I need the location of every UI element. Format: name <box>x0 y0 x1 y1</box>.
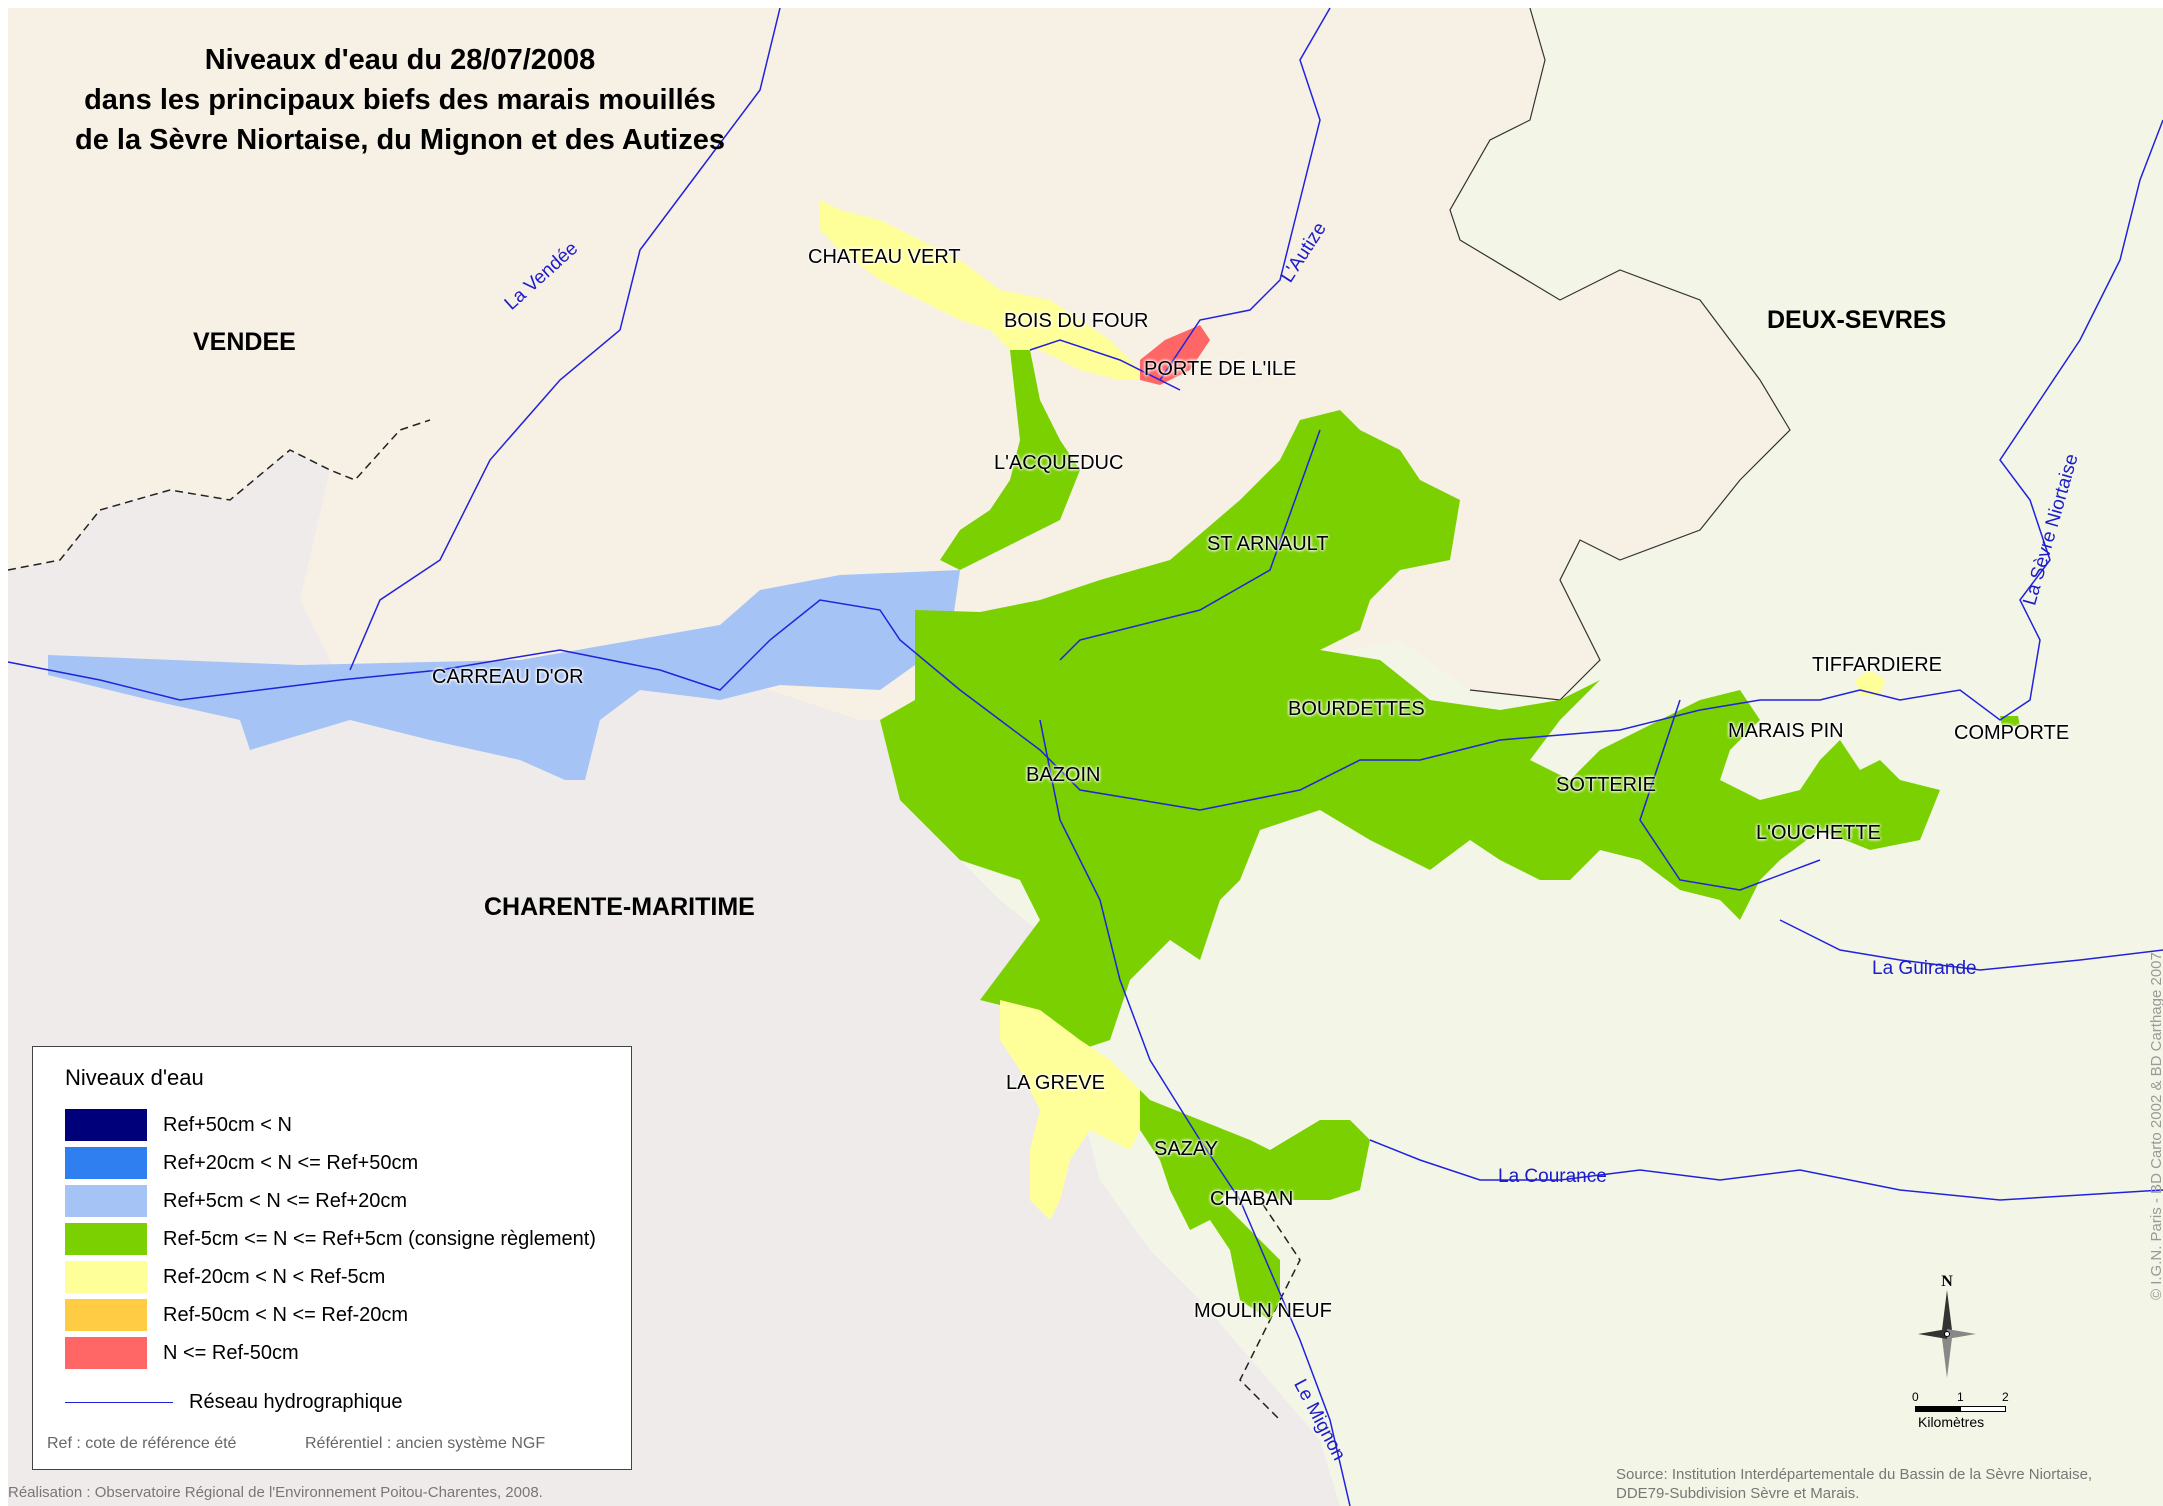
place-label-lacqueduc: L'ACQUEDUC <box>994 452 1124 474</box>
place-label-la-greve: LA GREVE <box>1006 1072 1105 1094</box>
legend-swatch <box>65 1261 147 1293</box>
credit-source-line-2: DDE79-Subdivision Sèvre et Marais. <box>1616 1485 1860 1502</box>
north-arrow-north <box>1942 1290 1952 1334</box>
north-label: N <box>1941 1273 1953 1290</box>
north-arrow-west <box>1918 1329 1947 1339</box>
legend-item-label: Ref+20cm < N <= Ref+50cm <box>163 1151 419 1174</box>
river-la-vendee <box>349 7 781 671</box>
legend-referentiel-note: Référentiel : ancien système NGF <box>305 1435 546 1452</box>
legend-item: Ref-20cm < N < Ref-5cm <box>65 1261 385 1293</box>
legend-item-label: N <= Ref-50cm <box>163 1341 299 1364</box>
place-label-tiffardiere: TIFFARDIERE <box>1812 654 1943 676</box>
place-label-bazoin: BAZOIN <box>1026 764 1101 786</box>
scale-segment-dark <box>1915 1406 1960 1412</box>
title-line-2: dans les principaux biefs des marais mou… <box>84 84 716 116</box>
place-label-porte-de-lile: PORTE DE L'ILE <box>1144 358 1297 380</box>
legend-swatch <box>65 1185 147 1217</box>
department-boundary <box>1119 1079 1301 1421</box>
north-arrow: N <box>1918 1273 1976 1378</box>
legend-item-label: Ref+5cm < N <= Ref+20cm <box>163 1189 408 1212</box>
legend-item-label: Ref+50cm < N <box>163 1113 292 1136</box>
river-label-la-courance: La Courance <box>1498 1166 1607 1187</box>
place-label-st-arnault: ST ARNAULT <box>1207 533 1329 555</box>
legend-item-label: Ref-5cm <= N <= Ref+5cm (consigne règlem… <box>163 1227 596 1250</box>
zone-sazay <box>1110 1060 1370 1320</box>
department-boundary <box>7 419 431 571</box>
place-label-bourdettes: BOURDETTES <box>1288 698 1425 720</box>
zone-main-green <box>880 410 1940 1050</box>
scale-tick-2: 2 <box>2002 1390 2009 1404</box>
river-mignon <box>1039 719 1351 1506</box>
river-lautize <box>1159 7 1331 381</box>
river-branch <box>1029 339 1181 391</box>
zone-comporte <box>2000 716 2020 726</box>
scale-segment-light <box>1960 1406 2006 1412</box>
legend-swatch <box>65 1147 147 1179</box>
legend-network-label: Réseau hydrographique <box>189 1391 403 1413</box>
place-label-chaban: CHABAN <box>1210 1188 1294 1210</box>
legend-ref-note: Ref : cote de référence été <box>47 1435 237 1452</box>
zone-lacqueduc <box>940 350 1080 570</box>
place-label-carreau-dor: CARREAU D'OR <box>432 666 584 688</box>
title-line-3: de la Sèvre Niortaise, du Mignon et des … <box>75 124 725 156</box>
zone-porte-de-lile <box>1140 325 1210 385</box>
legend-swatch <box>65 1337 147 1369</box>
river-label-la-guirande: La Guirande <box>1872 958 1977 979</box>
credit-copyright: © I.G.N. Paris - BD Carto 2002 & BD Cart… <box>2148 952 2163 1300</box>
river-sevre-main <box>7 599 1861 811</box>
scale-tick-0: 0 <box>1912 1390 1919 1404</box>
legend-swatch <box>65 1223 147 1255</box>
legend-swatch <box>65 1109 147 1141</box>
legend-item: Ref-5cm <= N <= Ref+5cm (consigne règlem… <box>65 1223 596 1255</box>
credit-realisation: Réalisation : Observatoire Régional de l… <box>8 1484 543 1501</box>
place-label-sotterie: SOTTERIE <box>1556 774 1657 796</box>
place-label-chateau-vert: CHATEAU VERT <box>808 246 961 268</box>
legend-item-label: Ref-50cm < N <= Ref-20cm <box>163 1303 409 1326</box>
department-label-charente-maritime: CHARENTE-MARITIME <box>484 893 755 921</box>
place-label-marais-pin: MARAIS PIN <box>1728 720 1844 742</box>
scale-bar: 0 1 2 Kilomètres <box>1910 1390 2010 1440</box>
north-arrow-south <box>1942 1334 1952 1378</box>
river-branch <box>1639 699 1821 891</box>
department-boundary <box>1449 7 1791 701</box>
legend-item: Ref+50cm < N <box>65 1109 292 1141</box>
zone-la-greve <box>1000 1000 1140 1220</box>
place-label-moulin-neuf: MOULIN NEUF <box>1194 1300 1332 1322</box>
legend-network-row: Réseau hydrographique <box>65 1391 403 1414</box>
legend-item: Ref-50cm < N <= Ref-20cm <box>65 1299 408 1331</box>
place-label-louchette: L'OUCHETTE <box>1756 822 1881 844</box>
river-sevre-east <box>1859 119 2163 721</box>
map-title: Niveaux d'eau du 28/07/2008 dans les pri… <box>20 40 780 160</box>
network-line-symbol <box>65 1402 173 1403</box>
north-arrow-east <box>1947 1329 1976 1339</box>
river-courance <box>1369 1139 2163 1201</box>
legend-item: N <= Ref-50cm <box>65 1337 299 1369</box>
river-guirande <box>1779 919 2163 971</box>
river-branch <box>1059 429 1321 661</box>
credit-source-line-1: Source: Institution Interdépartementale … <box>1616 1466 2093 1483</box>
north-arrow-center <box>1944 1331 1950 1337</box>
legend-swatch <box>65 1299 147 1331</box>
legend: Niveaux d'eau Ref+50cm < N Ref+20cm < N <… <box>32 1046 632 1470</box>
scale-unit: Kilomètres <box>1918 1414 1985 1430</box>
zone-tiffardiere <box>1855 670 1885 695</box>
department-label-vendee: VENDEE <box>193 328 296 356</box>
zone-carreau-dor <box>48 570 960 780</box>
legend-item: Ref+5cm < N <= Ref+20cm <box>65 1185 407 1217</box>
legend-item: Ref+20cm < N <= Ref+50cm <box>65 1147 418 1179</box>
legend-item-label: Ref-20cm < N < Ref-5cm <box>163 1265 386 1288</box>
place-label-sazay: SAZAY <box>1154 1138 1219 1160</box>
title-line-1: Niveaux d'eau du 28/07/2008 <box>204 44 596 76</box>
legend-title: Niveaux d'eau <box>65 1065 204 1090</box>
department-label-deux-sevres: DEUX-SEVRES <box>1767 306 1947 334</box>
zone-chateau-vert <box>820 200 1150 380</box>
place-label-comporte: COMPORTE <box>1954 722 2070 744</box>
place-label-bois-du-four: BOIS DU FOUR <box>1004 310 1149 332</box>
river-network <box>7 7 2163 1506</box>
scale-tick-1: 1 <box>1957 1390 1964 1404</box>
